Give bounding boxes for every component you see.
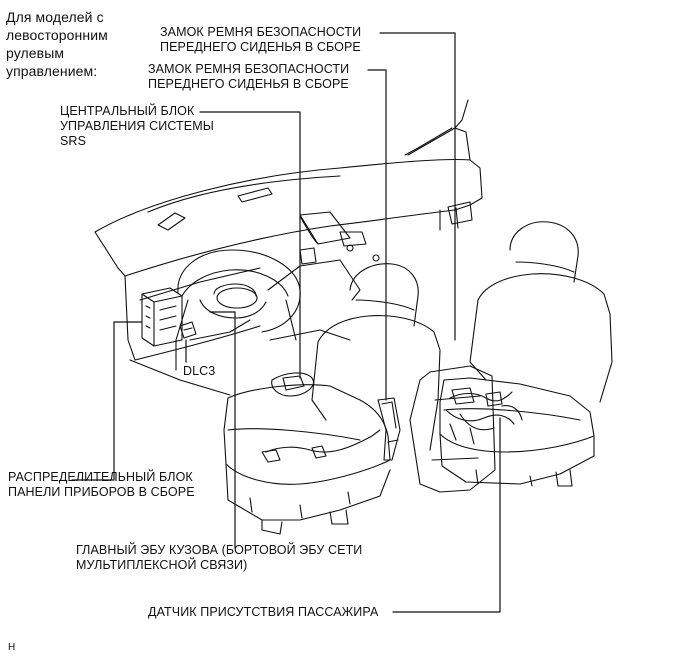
steering-note: Для моделей с левосторонним рулевым упра… xyxy=(6,8,108,80)
label-line: РАСПРЕДЕЛИТЕЛЬНЫЙ БЛОК xyxy=(8,470,193,484)
steering-wheel xyxy=(175,249,301,371)
label-line: УПРАВЛЕНИЯ СИСТЕМЫ xyxy=(60,119,214,133)
main-body-ecu-label: ГЛАВНЫЙ ЭБУ КУЗОВА (БОРТОВОЙ ЭБУ СЕТИ МУ… xyxy=(76,543,362,573)
steering-note-line: управлением: xyxy=(6,63,98,79)
front-seat-buckle-label-1: ЗАМОК РЕМНЯ БЕЗОПАСНОСТИ ПЕРЕДНЕГО СИДЕН… xyxy=(160,25,361,55)
label-line: ПАНЕЛИ ПРИБОРОВ В СБОРЕ xyxy=(8,485,195,499)
label-line: SRS xyxy=(60,134,87,148)
center-console xyxy=(267,244,496,493)
label-line: ЗАМОК РЕМНЯ БЕЗОПАСНОСТИ xyxy=(148,62,350,76)
steering-note-line: левосторонним xyxy=(6,27,108,43)
occupant-sensor-label: ДАТЧИК ПРИСУТСТВИЯ ПАССАЖИРА xyxy=(148,605,379,619)
srs-center-unit-label: ЦЕНТРАЛЬНЫЙ БЛОК УПРАВЛЕНИЯ СИСТЕМЫ SRS xyxy=(60,104,214,149)
label-line: ПЕРЕДНЕГО СИДЕНЬЯ В СБОРЕ xyxy=(160,40,361,54)
label-line: ПЕРЕДНЕГО СИДЕНЬЯ В СБОРЕ xyxy=(148,77,349,91)
label-line: ЗАМОК РЕМНЯ БЕЗОПАСНОСТИ xyxy=(160,25,362,39)
dashboard-outline xyxy=(94,99,483,396)
right-seat xyxy=(439,221,613,487)
left-seat xyxy=(223,263,441,535)
corner-mark: H xyxy=(8,642,16,653)
label-line: МУЛЬТИПЛЕКСНОЙ СВЯЗИ) xyxy=(76,558,248,572)
instrument-panel-junction-block-label: РАСПРЕДЕЛИТЕЛЬНЫЙ БЛОК ПАНЕЛИ ПРИБОРОВ В… xyxy=(8,470,195,500)
label-line: ЦЕНТРАЛЬНЫЙ БЛОК xyxy=(60,104,195,118)
front-seat-buckle-label-2: ЗАМОК РЕМНЯ БЕЗОПАСНОСТИ ПЕРЕДНЕГО СИДЕН… xyxy=(148,62,349,92)
under-dash-units xyxy=(141,287,197,347)
steering-note-line: Для моделей с xyxy=(6,9,104,25)
leader-lines xyxy=(71,32,501,613)
steering-note-line: рулевым xyxy=(6,45,65,61)
dlc3-label: DLC3 xyxy=(183,364,216,378)
label-line: ГЛАВНЫЙ ЭБУ КУЗОВА (БОРТОВОЙ ЭБУ СЕТИ xyxy=(76,543,363,557)
